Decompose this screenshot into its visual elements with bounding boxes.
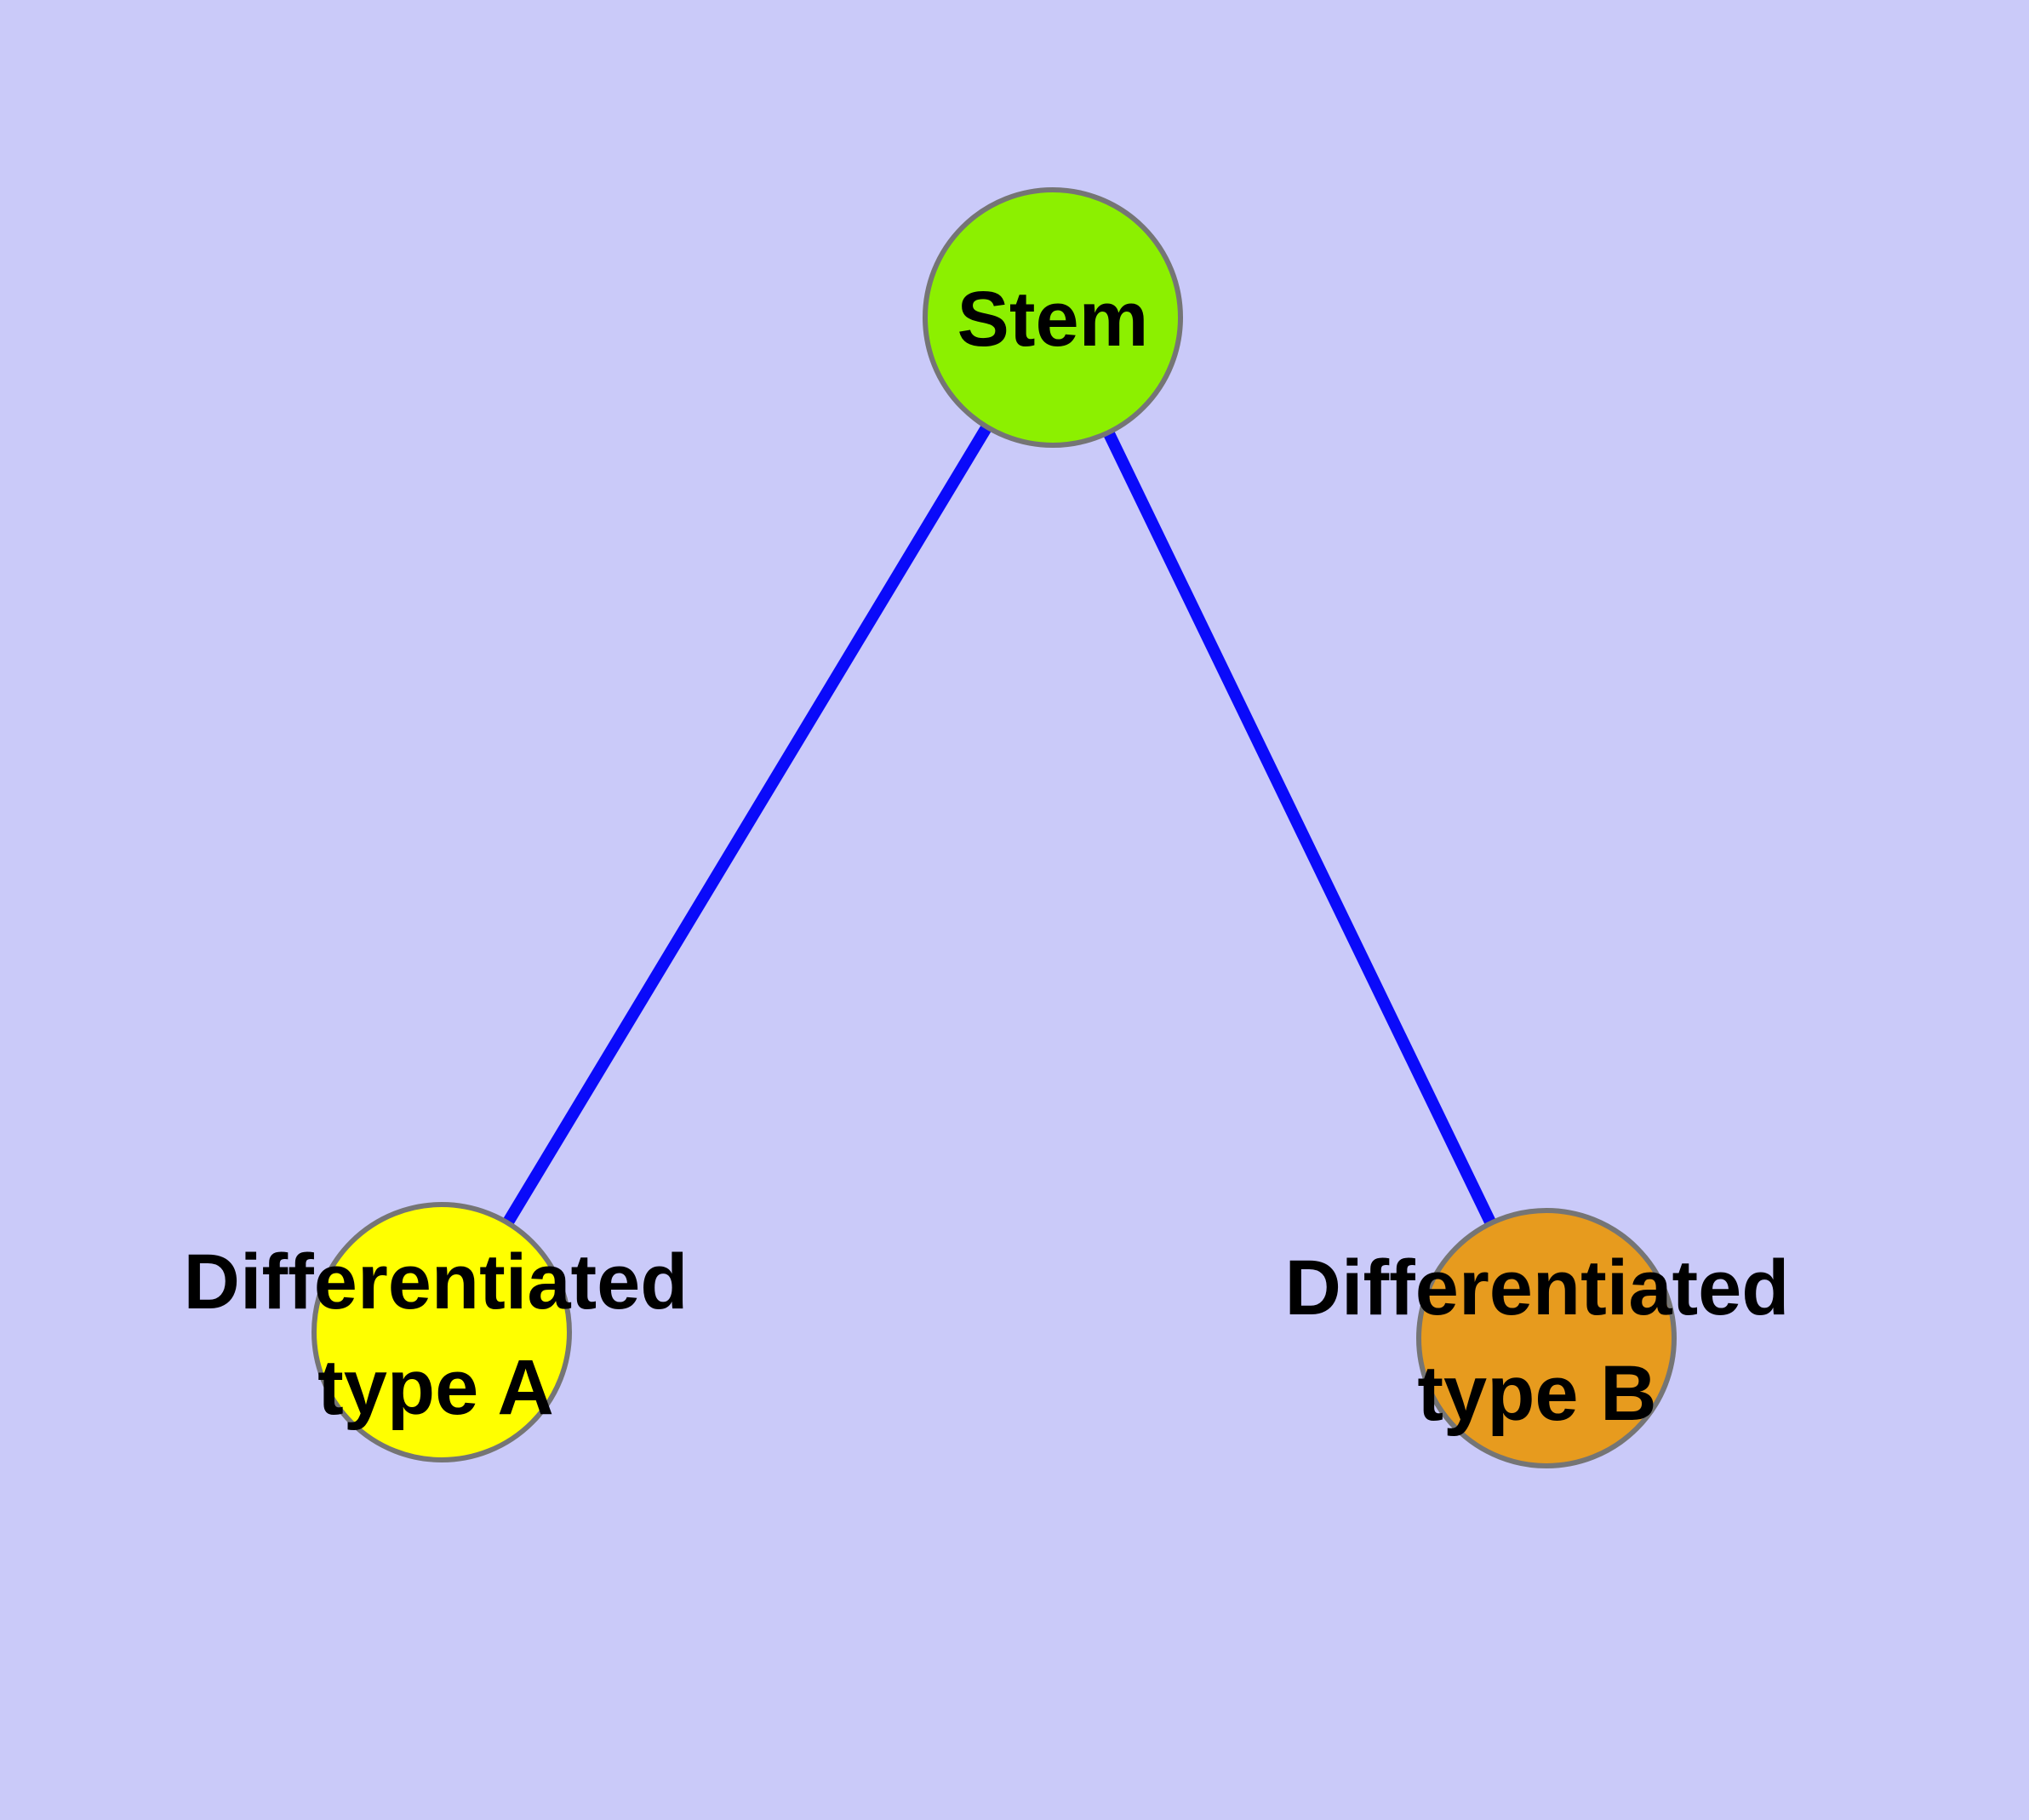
edge-stem-to-type-a <box>437 314 1058 1336</box>
node-stem-label: Stem <box>957 266 1149 372</box>
node-stem-label-line: Stem <box>957 276 1149 363</box>
node-type-a-label-line-1: Differentiated <box>183 1239 689 1325</box>
node-type-a-label-line-2: type A <box>317 1344 554 1431</box>
node-differentiated-type-a-label: Differentiated type A <box>184 1229 689 1440</box>
node-differentiated-type-b <box>1416 1208 1677 1468</box>
node-type-b-label-line-1: Differentiated <box>1284 1245 1790 1331</box>
edge-stem-to-type-b <box>1047 314 1552 1342</box>
node-stem <box>923 187 1183 448</box>
node-type-b-label-line-2: type B <box>1417 1350 1657 1437</box>
node-differentiated-type-a <box>311 1202 572 1462</box>
node-differentiated-type-b-label: Differentiated type B <box>1285 1235 1790 1446</box>
